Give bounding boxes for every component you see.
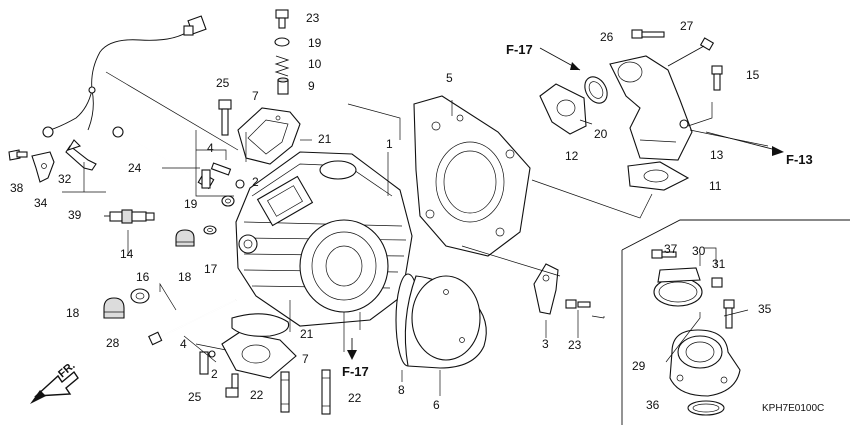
bracket-3: [533, 263, 559, 315]
intake-manifold-parts: [539, 29, 723, 191]
callout-17: 17: [204, 262, 218, 276]
washer-17: [203, 225, 217, 235]
carburetor-insulator: [669, 299, 741, 416]
sensor-clamp: [8, 149, 55, 183]
callout-16: 16: [136, 270, 150, 284]
fastener-stack-top: [274, 9, 290, 95]
callout-7-lower: 7: [302, 352, 309, 366]
callout-38: 38: [10, 181, 24, 195]
callout-10: 10: [308, 57, 322, 71]
ref-f17-top: F-17: [506, 42, 533, 57]
callout-4-lower: 4: [180, 337, 187, 351]
bolt-25-upper: [218, 99, 232, 136]
front-arrow-icon: [30, 370, 79, 404]
callout-15: 15: [746, 68, 760, 82]
callout-22-right: 22: [348, 391, 362, 405]
callout-28: 28: [106, 336, 120, 350]
callout-34: 34: [34, 196, 48, 210]
callout-18-upper: 18: [178, 270, 192, 284]
clamp-band: [651, 249, 723, 307]
callout-19-upper: 19: [308, 36, 322, 50]
callout-29: 29: [632, 359, 646, 373]
callout-26: 26: [600, 30, 614, 44]
bolt-long-28: [148, 299, 237, 346]
reference-arrows: [347, 47, 784, 360]
callout-25-upper: 25: [216, 76, 230, 90]
side-cover: [395, 273, 487, 369]
bolt-25-lower: [225, 373, 239, 398]
callout-7-upper: 7: [252, 89, 259, 103]
cap-nut-lower: [103, 297, 125, 319]
callout-6: 6: [433, 398, 440, 412]
callout-4-upper: 4: [207, 141, 214, 155]
callout-18-lower: 18: [66, 306, 80, 320]
callout-30: 30: [692, 244, 706, 258]
bolt-23-lower: [565, 299, 591, 309]
callout-13: 13: [710, 148, 724, 162]
callout-39: 39: [68, 208, 82, 222]
valve-cover-upper: [237, 107, 301, 165]
callout-24: 24: [128, 161, 142, 175]
callout-35: 35: [758, 302, 772, 316]
cap-nut-upper: [175, 229, 195, 247]
tappet-adjuster-upper: [201, 162, 245, 189]
callout-22-left: 22: [250, 388, 264, 402]
callout-21-lower: 21: [300, 327, 314, 341]
callout-2-lower: 2: [211, 367, 218, 381]
callout-36: 36: [646, 398, 660, 412]
callout-25-lower: 25: [188, 390, 202, 404]
reference-labels: F-17 F-17 F-13: [342, 42, 813, 379]
callout-11: 11: [709, 179, 722, 193]
detail-box: [621, 219, 850, 425]
callout-19-lower: 19: [184, 197, 198, 211]
cylinder-head: [235, 151, 413, 327]
sensor-harness: [42, 15, 207, 171]
callout-12: 12: [565, 149, 579, 163]
callout-14: 14: [120, 247, 134, 261]
callout-1: 1: [386, 137, 393, 151]
ref-f17-bottom: F-17: [342, 364, 369, 379]
washer-16: [130, 288, 150, 304]
callout-3: 3: [542, 337, 549, 351]
callout-23-lower: 23: [568, 338, 582, 352]
washer-19-lower: [221, 195, 235, 207]
callout-2-upper: 2: [252, 175, 259, 189]
diagram-code: KPH7E0100C: [762, 403, 824, 414]
callout-37: 37: [664, 242, 678, 256]
callout-23-upper: 23: [306, 11, 320, 25]
callout-21-upper: 21: [318, 132, 332, 146]
callout-32: 32: [58, 172, 72, 186]
callout-5: 5: [446, 71, 453, 85]
callout-8: 8: [398, 383, 405, 397]
leader-lines: [62, 71, 769, 396]
spark-plug: [104, 209, 155, 224]
callout-9: 9: [308, 79, 315, 93]
studs-22: [280, 369, 331, 415]
ref-f13: F-13: [786, 152, 813, 167]
callout-31: 31: [712, 257, 726, 271]
callout-27: 27: [680, 19, 694, 33]
head-gasket: [413, 95, 531, 257]
valve-cover-lower: [199, 313, 297, 379]
callout-20: 20: [594, 127, 608, 141]
callout-labels: 1 2 2 3 4 4 5 6 7 7 8 9 10 11 12 13 14 1…: [10, 11, 772, 412]
